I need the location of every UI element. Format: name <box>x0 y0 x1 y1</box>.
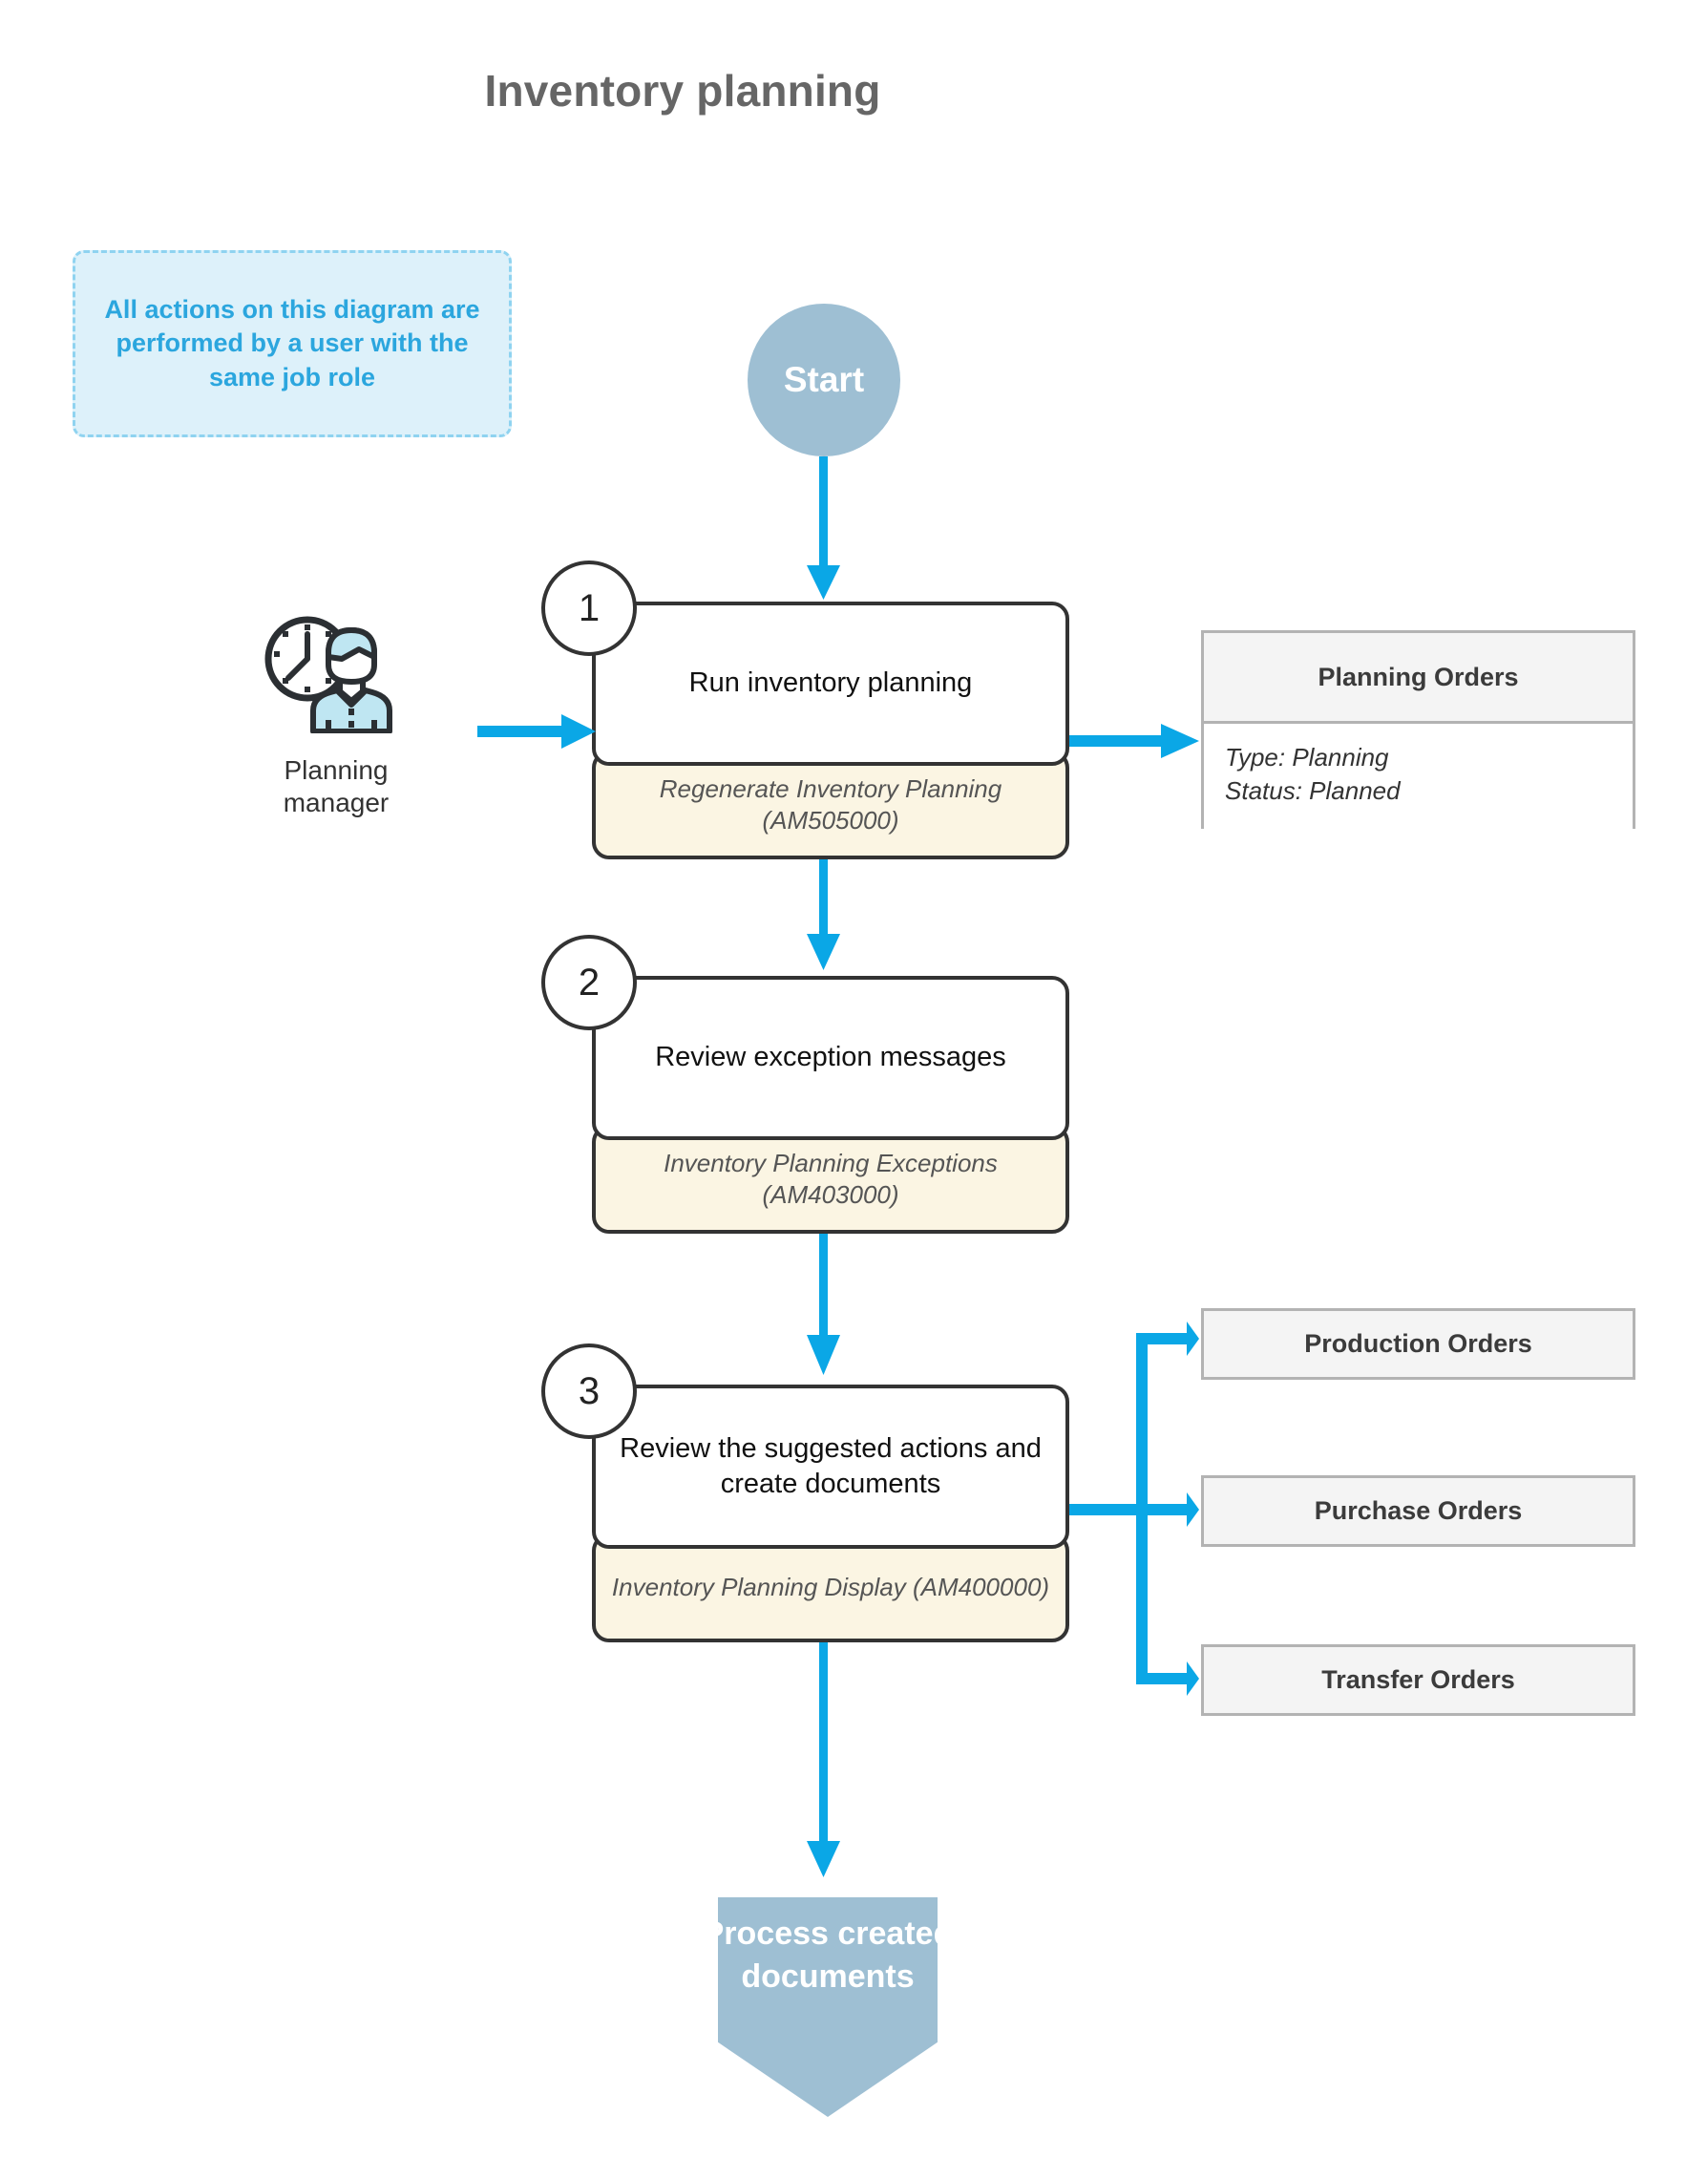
doc-production-orders[interactable]: Production Orders <box>1201 1308 1635 1380</box>
arrow-step3-to-end <box>807 1642 840 1877</box>
arrow-actor-to-step1 <box>477 714 596 749</box>
step-2-title: Review exception messages <box>655 1042 1006 1073</box>
doc-transfer-orders[interactable]: Transfer Orders <box>1201 1644 1635 1716</box>
doc-transfer-orders-title: Transfer Orders <box>1204 1647 1633 1713</box>
doc-production-orders-title: Production Orders <box>1204 1311 1633 1377</box>
planning-manager-icon <box>264 616 392 733</box>
step-2-screen-band: Inventory Planning Exceptions (AM403000) <box>592 1125 1069 1234</box>
note-callout: All actions on this diagram are performe… <box>73 250 512 437</box>
arrow-start-to-step1 <box>807 456 840 600</box>
step-1[interactable]: Regenerate Inventory Planning (AM505000)… <box>592 602 1069 859</box>
end-label: Process created documents <box>702 1915 954 1996</box>
actor-planning-manager: Planning manager <box>260 609 432 819</box>
doc-purchase-orders[interactable]: Purchase Orders <box>1201 1475 1635 1547</box>
step-3[interactable]: Inventory Planning Display (AM400000) Re… <box>592 1385 1069 1642</box>
arrow-step3-to-outputs <box>1069 1322 1199 1696</box>
step-3-title: Review the suggested actions and create … <box>620 1432 1042 1499</box>
step-2-body: Review exception messages <box>592 976 1069 1140</box>
step-1-number: 1 <box>541 561 637 656</box>
arrow-step1-to-planning-orders <box>1069 724 1199 758</box>
step-3-number: 3 <box>541 1343 637 1439</box>
page-title: Inventory planning <box>484 66 881 116</box>
arrow-step2-to-step3 <box>807 1234 840 1375</box>
step-3-body: Review the suggested actions and create … <box>592 1385 1069 1549</box>
actor-label: Planning manager <box>283 755 390 818</box>
doc-purchase-orders-title: Purchase Orders <box>1204 1478 1633 1544</box>
step-2-number-label: 2 <box>578 961 601 1004</box>
start-terminator: Start <box>748 304 900 456</box>
start-label: Start <box>783 360 865 399</box>
doc-planning-orders-title: Planning Orders <box>1204 633 1633 721</box>
step-2-number: 2 <box>541 935 637 1030</box>
doc-planning-orders[interactable]: Planning Orders Type: Planning Status: P… <box>1201 630 1635 829</box>
step-1-title: Run inventory planning <box>688 667 973 699</box>
step-3-screen-band: Inventory Planning Display (AM400000) <box>592 1534 1069 1642</box>
arrow-step1-to-step2 <box>807 859 840 970</box>
note-text: All actions on this diagram are performe… <box>104 294 480 391</box>
step-3-screen-label: Inventory Planning Display (AM400000) <box>611 1573 1050 1602</box>
step-1-number-label: 1 <box>578 586 601 629</box>
step-1-screen-label: Regenerate Inventory Planning (AM505000) <box>659 773 1002 835</box>
step-2[interactable]: Inventory Planning Exceptions (AM403000)… <box>592 976 1069 1234</box>
step-3-number-label: 3 <box>578 1369 601 1412</box>
step-1-body: Run inventory planning <box>592 602 1069 766</box>
step-1-screen-band: Regenerate Inventory Planning (AM505000) <box>592 751 1069 859</box>
step-2-screen-label: Inventory Planning Exceptions (AM403000) <box>664 1148 998 1209</box>
doc-planning-orders-attributes: Type: Planning Status: Planned <box>1204 721 1633 829</box>
